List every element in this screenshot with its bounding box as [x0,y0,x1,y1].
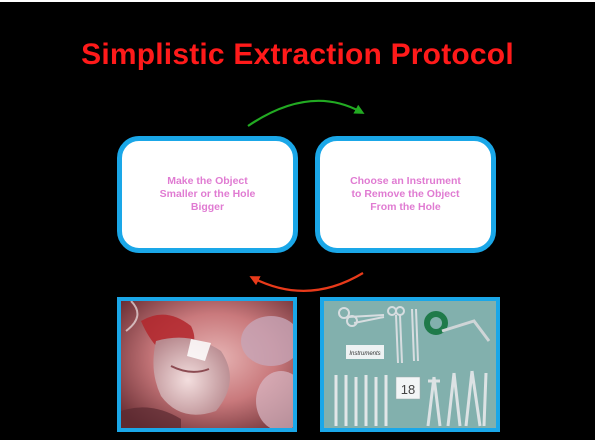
slide: Simplistic Extraction Protocol Make the … [0,2,595,440]
step-box-choose-instrument: Choose an Instrument to Remove the Objec… [315,136,496,253]
instrument-tray-photo: Instruments 18 [320,297,500,432]
step-box-choose-instrument-text: Choose an Instrument to Remove the Objec… [350,175,461,214]
surgical-site-photo [117,297,297,432]
tray-number-text: 18 [401,382,415,397]
tray-label-text: Instruments [349,351,380,357]
step-box-make-smaller-text: Make the Object Smaller or the Hole Bigg… [160,175,256,214]
step-box-make-smaller: Make the Object Smaller or the Hole Bigg… [117,136,298,253]
arrow-bottom-red [253,273,363,291]
arrow-top-green [248,101,361,126]
